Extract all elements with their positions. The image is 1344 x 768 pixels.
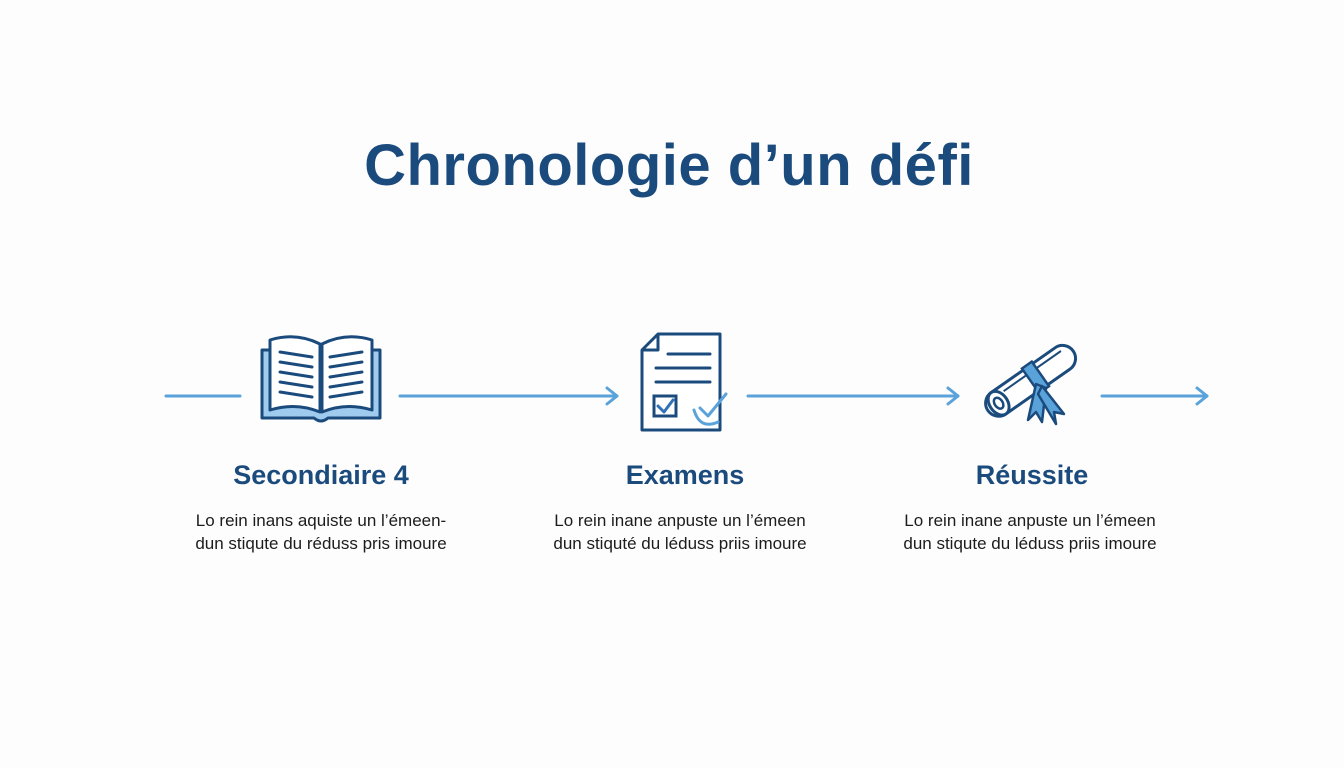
step-description-2: Lo rein inane anpuste un l’émeen dun sti… xyxy=(520,509,840,555)
exam-document-check-icon xyxy=(638,330,734,441)
step-description-1-line-1: Lo rein inans aquiste un l’émeen- xyxy=(195,511,447,530)
step-description-1: Lo rein inans aquiste un l’émeen- dun st… xyxy=(161,509,481,555)
open-book-icon xyxy=(258,330,384,431)
arrowhead-3 xyxy=(1195,386,1209,406)
arrowhead-1 xyxy=(605,386,619,406)
step-description-1-line-2: dun stiqute du réduss pris imoure xyxy=(195,534,447,553)
step-description-2-line-2: dun stiquté du léduss priis imoure xyxy=(553,534,807,553)
page-title: Chronologie d’un défi xyxy=(364,133,974,198)
diploma-scroll-icon xyxy=(972,330,1088,435)
step-label-2: Examens xyxy=(625,460,745,490)
step-label-1: Secondiaire 4 xyxy=(233,460,409,490)
step-description-3-line-2: dun stiqute du léduss priis imoure xyxy=(903,534,1157,553)
step-description-3: Lo rein inane anpuste un l’émeen dun sti… xyxy=(870,509,1190,555)
step-label-3: Réussite xyxy=(975,460,1089,490)
step-description-3-line-1: Lo rein inane anpuste un l’émeen xyxy=(904,511,1156,530)
step-description-2-line-1: Lo rein inane anpuste un l’émeen xyxy=(554,511,806,530)
arrowhead-2 xyxy=(946,386,960,406)
